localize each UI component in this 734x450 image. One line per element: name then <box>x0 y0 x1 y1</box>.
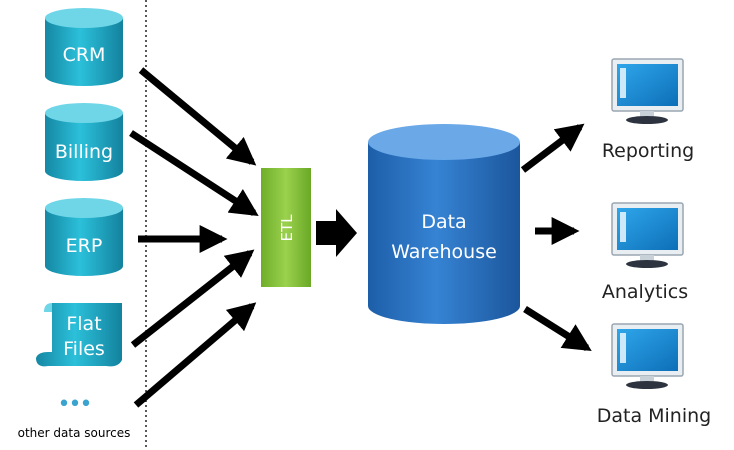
data-warehouse: Data Warehouse <box>368 124 520 324</box>
output-arrows <box>520 123 592 351</box>
flat-files-label-line2: Files <box>63 338 105 360</box>
output-reporting-label: Reporting <box>602 140 694 162</box>
arrow-warehouse-datamining <box>523 306 592 351</box>
other-sources-label: other data sources <box>18 426 131 440</box>
source-crm-label: CRM <box>63 44 106 66</box>
arrow-etl-warehouse <box>316 209 357 257</box>
monitor-analytics: Analytics <box>602 202 688 303</box>
etl-label: ETL <box>278 214 296 242</box>
warehouse-label-line1: Data <box>421 211 466 233</box>
source-arrows <box>129 67 259 408</box>
source-erp: ERP <box>45 198 123 276</box>
source-erp-label: ERP <box>66 235 103 257</box>
other-sources-dots: ••• <box>58 392 91 417</box>
output-datamining-label: Data Mining <box>597 405 712 427</box>
flat-files-label-line1: Flat <box>66 313 101 335</box>
source-billing: Billing <box>45 103 123 181</box>
output-analytics-label: Analytics <box>602 281 688 303</box>
source-crm: CRM <box>45 8 123 86</box>
arrow-flatfiles-etl <box>130 249 255 348</box>
arrow-warehouse-reporting <box>520 123 585 173</box>
arrow-billing-etl <box>129 130 259 217</box>
warehouse-label-line2: Warehouse <box>391 241 497 263</box>
arrow-crm-etl <box>138 67 257 166</box>
etl-box: ETL <box>261 168 311 287</box>
monitor-reporting: Reporting <box>602 58 694 162</box>
monitor-datamining: Data Mining <box>597 323 712 427</box>
source-billing-label: Billing <box>55 141 113 163</box>
arrow-other-etl <box>133 302 257 408</box>
source-flat-files: Flat Files <box>36 303 122 367</box>
